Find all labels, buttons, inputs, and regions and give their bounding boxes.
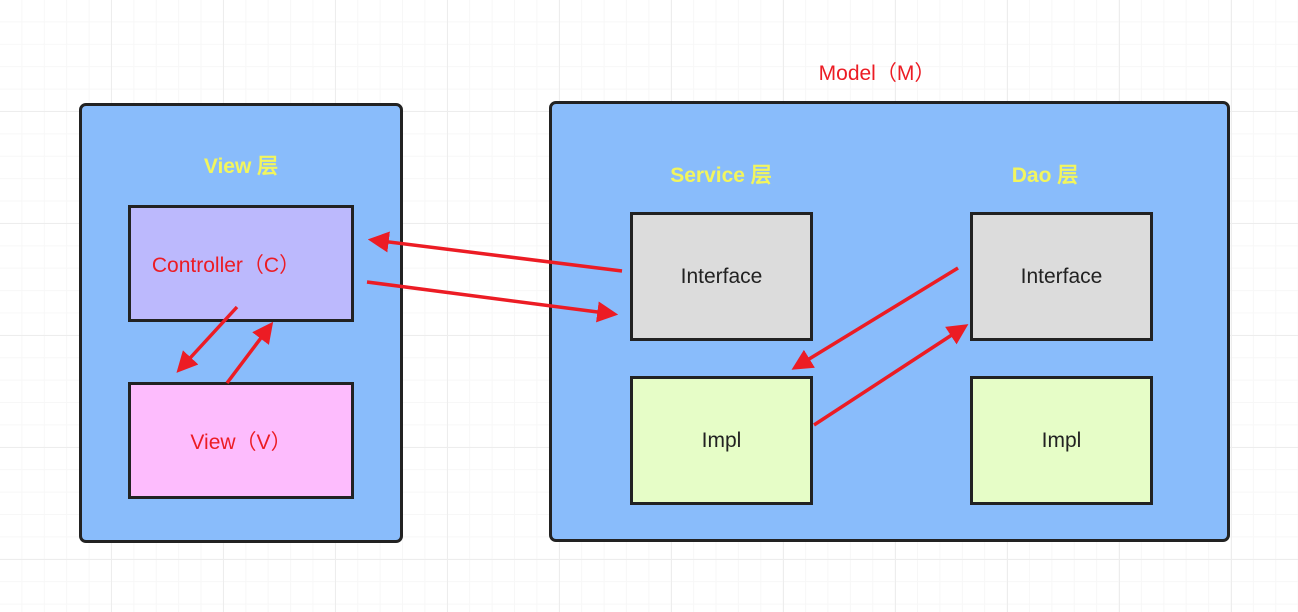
dao-impl-box: Impl xyxy=(970,376,1153,505)
dao-interface-label: Interface xyxy=(1020,264,1103,288)
model-label: Model（M） xyxy=(818,62,936,85)
view-box: View（V） xyxy=(128,382,354,499)
service-interface-box: Interface xyxy=(630,212,813,341)
service-impl-label: Impl xyxy=(701,428,742,452)
view-layer-label: View 层 xyxy=(203,155,279,178)
service-impl-box: Impl xyxy=(630,376,813,505)
controller-label: Controller（C） xyxy=(151,253,301,277)
dao-interface-box: Interface xyxy=(970,212,1153,341)
service-layer-label: Service 层 xyxy=(670,164,772,187)
controller-box: Controller（C） xyxy=(128,205,354,322)
view-label: View（V） xyxy=(190,430,292,454)
service-interface-label: Interface xyxy=(680,264,763,288)
dao-impl-label: Impl xyxy=(1041,428,1082,452)
dao-layer-label: Dao 层 xyxy=(1011,164,1079,187)
